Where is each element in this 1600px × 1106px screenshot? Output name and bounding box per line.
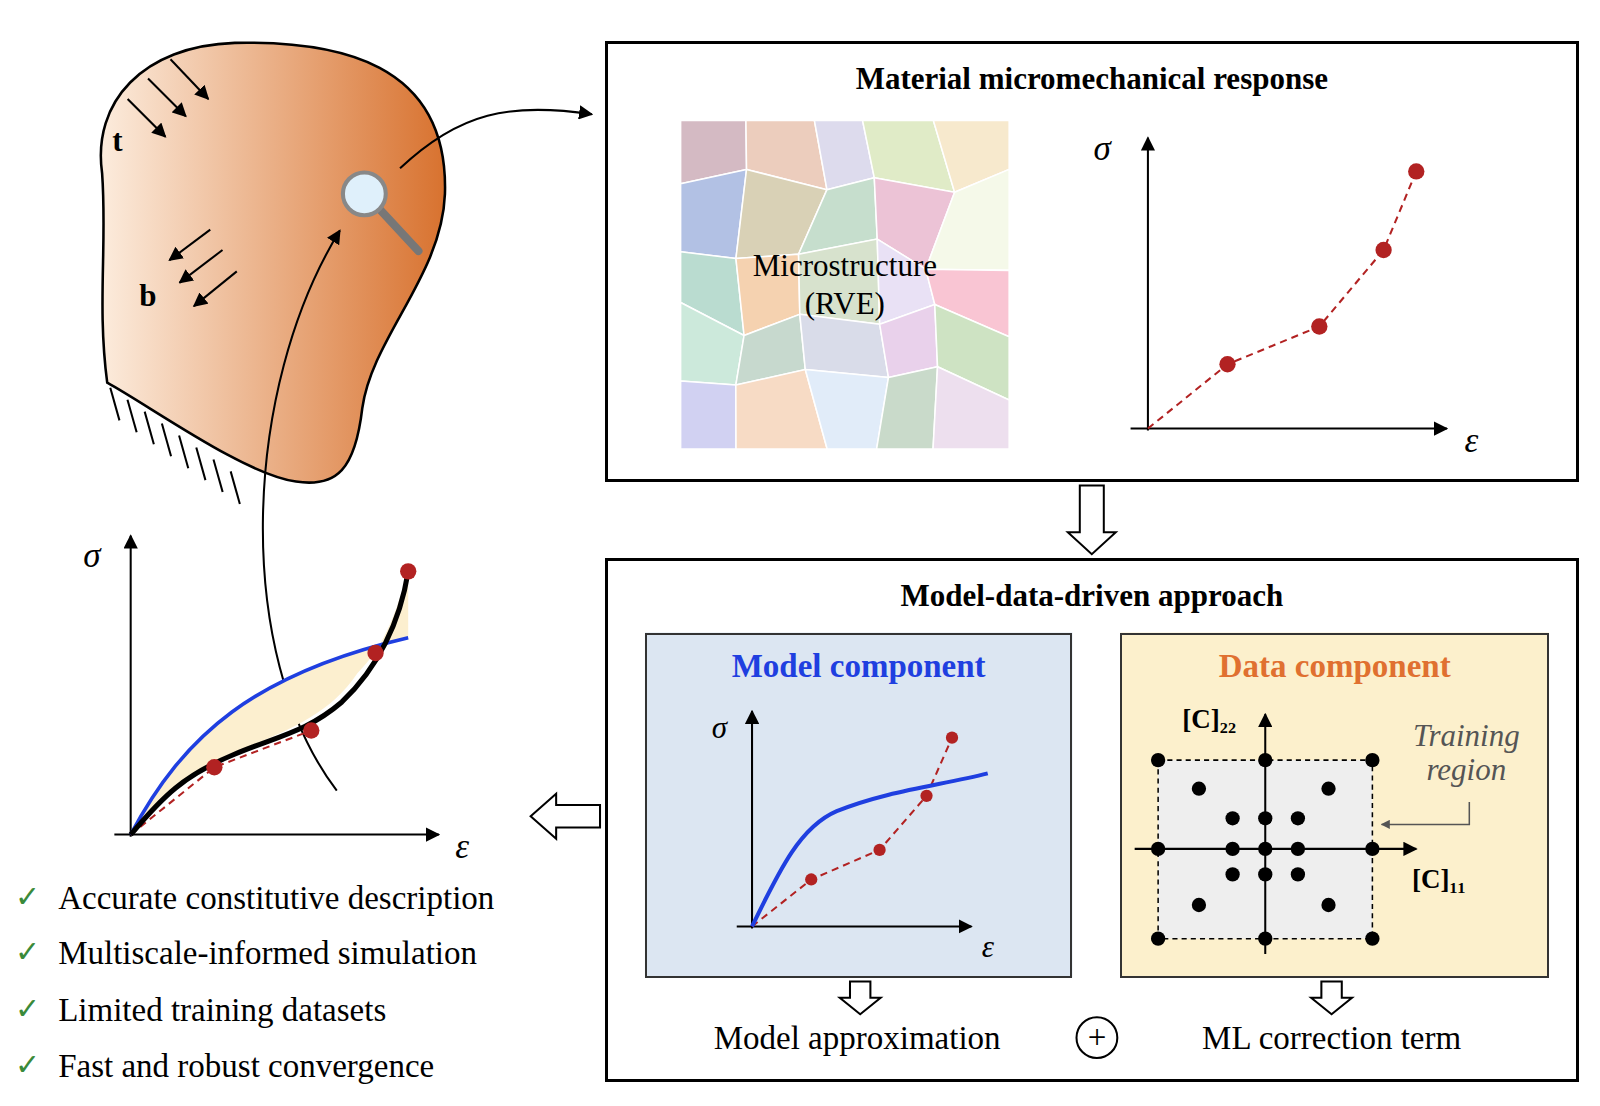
node-title: Material micromechanical response: [856, 60, 1328, 97]
model-chart: [737, 711, 988, 928]
hatch-stroke: [162, 424, 171, 457]
model-panel-fill: [645, 633, 1073, 978]
hatch-stroke: [196, 447, 205, 480]
grain-cell: [800, 314, 889, 377]
benefit-item: Fast and robust convergence: [58, 1048, 434, 1084]
hatch-stroke: [213, 459, 222, 492]
body-force-arrows: [169, 230, 236, 307]
zoom-arrow: [400, 110, 592, 169]
grain-cell: [933, 367, 1009, 449]
component-box: Model component: [645, 633, 1073, 978]
data-panel-fill: [1120, 633, 1549, 978]
panel-box: Material micromechanical responseMicrost…: [605, 41, 1578, 482]
benefit-item: Multiscale-informed simulation: [58, 935, 477, 971]
benefit-item: Accurate constitutive description: [58, 880, 494, 916]
grain-cell: [926, 169, 1009, 270]
check-mark: ✓: [15, 935, 40, 968]
axis-label: ε: [982, 930, 994, 964]
axis-label: ε: [1465, 422, 1479, 461]
node-title: Data component: [1219, 647, 1451, 687]
axis-label: σ: [1093, 130, 1110, 169]
plus-sign: +: [1088, 1019, 1107, 1055]
plus-circle: [1077, 1017, 1118, 1058]
axis-label: [C]₂₂: [1182, 706, 1236, 736]
grain-cell: [805, 370, 888, 449]
hollow-arrows: [531, 794, 1352, 1014]
component-box: Data component: [1120, 633, 1549, 978]
check-mark: ✓: [15, 879, 40, 912]
node-title: Model-data-driven approach: [901, 577, 1284, 614]
grain-cell: [877, 367, 938, 449]
hatch-stroke: [179, 436, 188, 469]
hatch-stroke: [110, 388, 119, 421]
axis-label: ε: [455, 828, 469, 867]
microstructure-grains: [681, 120, 1010, 449]
magnifier-icon: [343, 172, 419, 251]
grain-cell: [681, 381, 736, 449]
hatch-stroke: [145, 412, 154, 445]
check-mark: ✓: [15, 1048, 40, 1081]
microstructure-box: Microstructure (RVE): [681, 120, 1010, 449]
benefit-item: Limited training datasets: [58, 992, 386, 1028]
force-label: b: [139, 279, 156, 313]
stress-strain-chart: [1131, 138, 1447, 431]
node-title: Microstructure (RVE): [730, 247, 960, 321]
hatch-stroke: [231, 471, 240, 504]
grain-cell: [681, 169, 747, 258]
axis-label: [C]₁₁: [1412, 865, 1466, 895]
support-hatch: [110, 388, 240, 504]
term-label: Model approximation: [714, 1020, 1001, 1056]
region-note: Training region: [1391, 719, 1541, 787]
force-label: t: [112, 124, 122, 158]
result-chart: [114, 536, 438, 837]
grain-cell: [880, 305, 938, 378]
traction-arrows: [128, 59, 209, 137]
flow-arrow: [1068, 486, 1116, 555]
axis-label: σ: [83, 537, 100, 576]
check-mark: ✓: [15, 992, 40, 1025]
axis-label: σ: [712, 711, 727, 745]
grain-cell: [681, 303, 744, 386]
term-label: ML correction term: [1202, 1020, 1461, 1056]
hatch-stroke: [127, 400, 136, 433]
panel-box: Model-data-driven approachModel componen…: [605, 558, 1578, 1081]
node-title: Model component: [732, 647, 986, 687]
